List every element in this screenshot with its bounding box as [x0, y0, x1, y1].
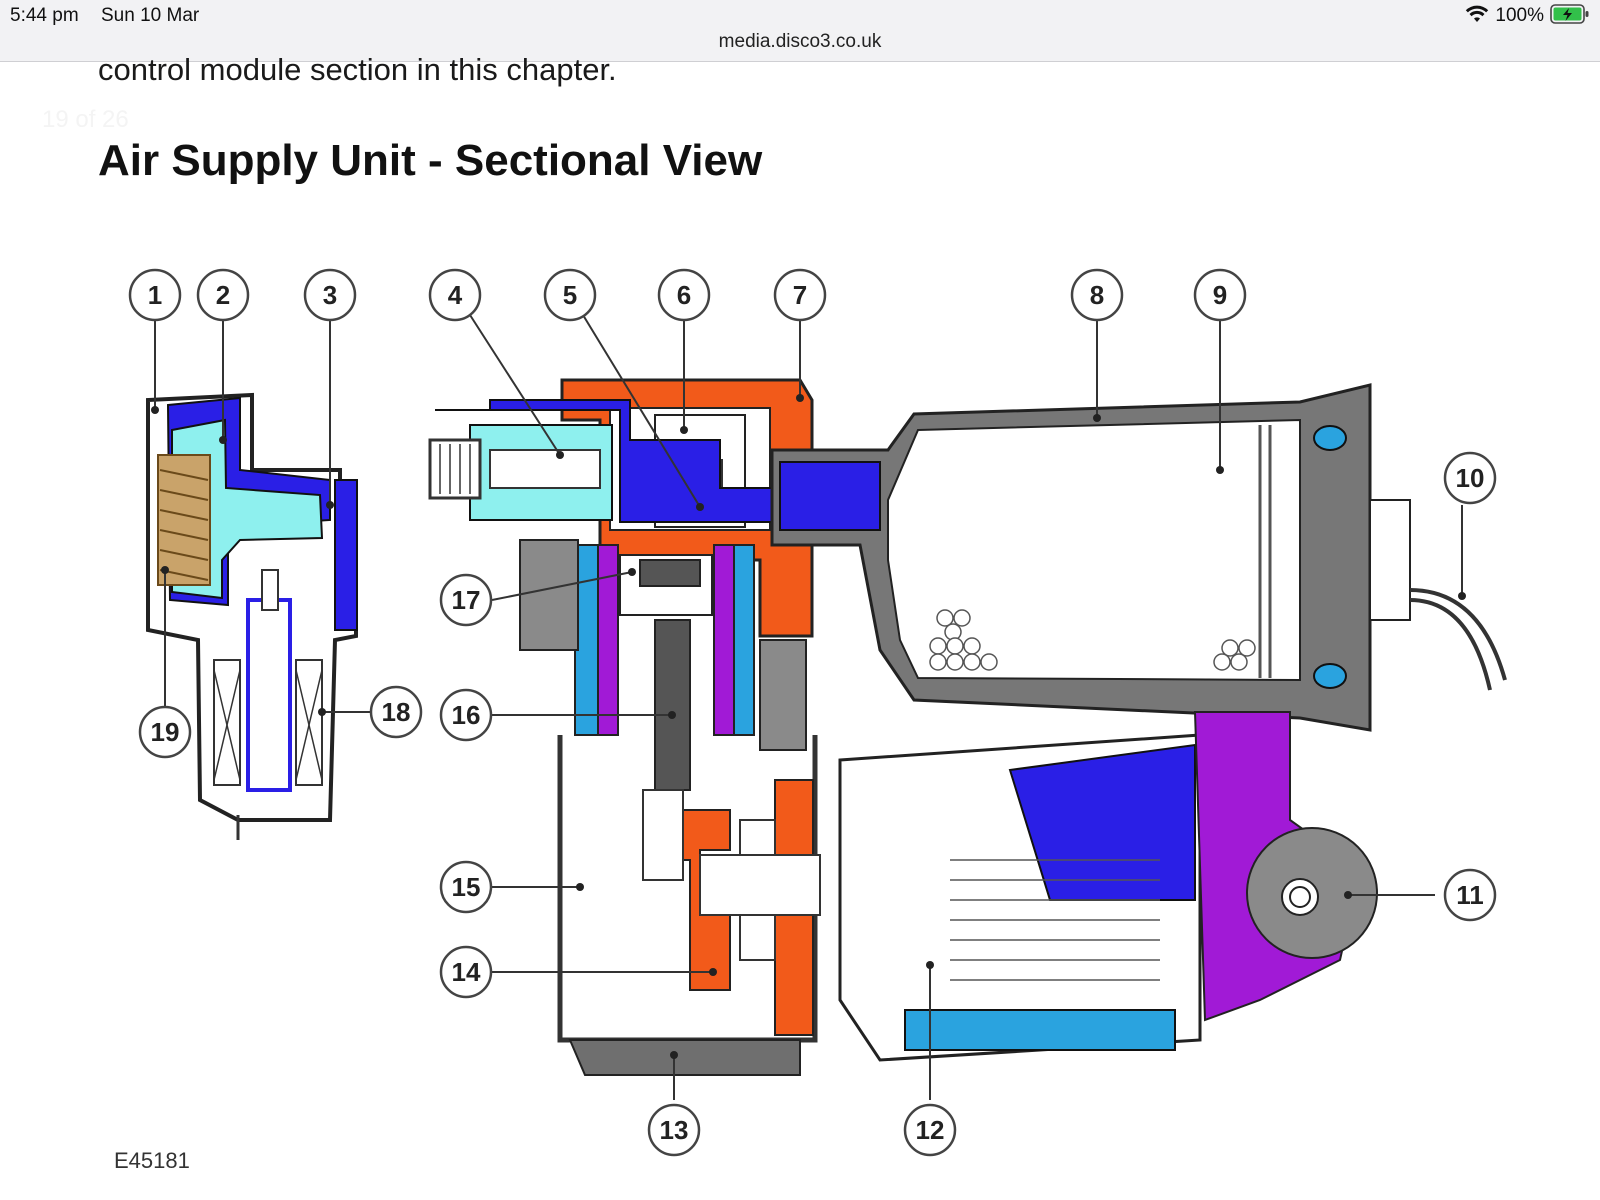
figure-id: E45181 [114, 1148, 190, 1173]
callout-3-label: 3 [323, 280, 337, 310]
page-counter: 19 of 26 [42, 106, 129, 133]
callout-16: 16 [439, 688, 493, 742]
leader-lines [154, 314, 1463, 1100]
callout-3: 3 [303, 268, 357, 322]
status-right: 100% [1465, 3, 1590, 30]
valve-assembly [146, 392, 358, 840]
dryer-canister [770, 383, 1507, 732]
callout-13-label: 13 [660, 1115, 689, 1145]
callout-6-label: 6 [677, 280, 691, 310]
url-bar[interactable]: media.disco3.co.uk [718, 31, 882, 52]
motor [838, 711, 1378, 1062]
callout-12: 12 [903, 1103, 957, 1157]
battery-percent: 100% [1495, 5, 1544, 26]
callout-19-label: 19 [151, 717, 180, 747]
callout-10-label: 10 [1456, 463, 1485, 493]
callout-6: 6 [657, 268, 711, 322]
callout-17-label: 17 [452, 585, 481, 615]
callout-11: 11 [1443, 868, 1497, 922]
status-date: Sun 10 Mar [101, 5, 200, 26]
callout-9-label: 9 [1213, 280, 1227, 310]
callout-16-label: 16 [452, 700, 481, 730]
callout-5-label: 5 [563, 280, 577, 310]
wifi-icon [1465, 4, 1489, 29]
callout-4: 4 [428, 268, 482, 322]
section-title: Air Supply Unit - Sectional View [98, 136, 763, 185]
callout-12-label: 12 [916, 1115, 945, 1145]
body-text-fragment: control module section in this chapter. [98, 52, 617, 87]
callout-11-label: 11 [1456, 880, 1484, 910]
callout-14-label: 14 [452, 957, 481, 987]
callout-13: 13 [647, 1103, 701, 1157]
callout-5: 5 [543, 268, 597, 322]
callout-2-label: 2 [216, 280, 230, 310]
callout-14: 14 [439, 945, 493, 999]
callout-17: 17 [439, 573, 493, 627]
callout-7-label: 7 [793, 280, 807, 310]
compressor-body [428, 378, 861, 1076]
callout-4-label: 4 [448, 280, 463, 310]
leader-dots [151, 394, 1466, 1059]
status-bar: 5:44 pm Sun 10 Mar 100% media.disco3.co.… [0, 0, 1600, 62]
callout-8-label: 8 [1090, 280, 1104, 310]
callout-8: 8 [1070, 268, 1124, 322]
callout-19: 19 [138, 705, 192, 759]
callout-1: 1 [128, 268, 182, 322]
callout-18-label: 18 [382, 697, 411, 727]
battery-icon [1550, 3, 1590, 30]
status-time: 5:44 pm [10, 5, 79, 26]
sectional-diagram: 1 2 3 4 5 6 7 8 9 10 11 12 13 14 15 16 1… [114, 268, 1507, 1173]
callout-7: 7 [773, 268, 827, 322]
callout-9: 9 [1193, 268, 1247, 322]
callout-18: 18 [369, 685, 423, 739]
callout-10: 10 [1443, 451, 1497, 505]
callout-15: 15 [439, 860, 493, 914]
callout-1-label: 1 [148, 280, 162, 310]
callout-15-label: 15 [452, 872, 481, 902]
callout-2: 2 [196, 268, 250, 322]
